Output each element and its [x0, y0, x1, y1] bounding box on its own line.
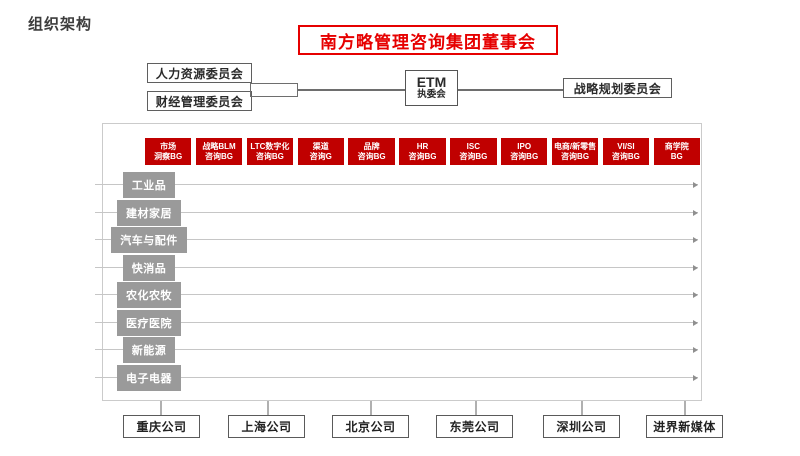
bg-unit-cell-ltc-digital: LTC数字化咨询BG: [246, 138, 294, 165]
industry-row-line: [95, 267, 698, 268]
bg-unit-line1: 市场: [160, 141, 177, 151]
company-connector: [370, 401, 372, 415]
bg-unit-line1: HR: [416, 141, 429, 151]
industry-label-electronics: 电子电器: [117, 365, 181, 391]
industry-label-auto-parts: 汽车与配件: [111, 227, 187, 253]
industry-label-wrap: 电子电器: [102, 365, 196, 391]
row-arrow-tip: [693, 182, 698, 188]
page-title: 组织架构: [28, 16, 93, 33]
industry-label-wrap: 医疗医院: [102, 310, 196, 336]
etm-subtitle: 执委会: [417, 89, 446, 101]
industry-label-new-energy: 新能源: [122, 337, 176, 363]
company-connector: [684, 401, 686, 415]
industry-row-line: [95, 322, 698, 323]
industry-label-agriculture: 农化农牧: [117, 282, 181, 308]
bg-unit-line2: 咨询BG: [255, 151, 284, 161]
industry-label-wrap: 快消品: [102, 255, 196, 281]
bg-unit-cell-brand: 品牌咨询BG: [348, 138, 395, 165]
bg-unit-line1: 商学院: [664, 141, 689, 151]
bg-unit-line1: 战略BLM: [202, 141, 236, 151]
etm-title: ETM: [416, 74, 447, 91]
bg-unit-line2: 咨询BG: [561, 151, 590, 161]
company-box-shanghai: 上海公司: [228, 415, 305, 438]
bg-unit-line1: 电商/新零售: [553, 141, 597, 151]
etm-box: ETM 执委会: [405, 70, 458, 106]
company-connector: [475, 401, 477, 415]
bg-unit-line1: LTC数字化: [250, 141, 290, 151]
row-arrow-tip: [693, 237, 698, 243]
company-box-shenzhen: 深圳公司: [543, 415, 620, 438]
industry-label-wrap: 新能源: [102, 337, 196, 363]
bg-unit-line1: ISC: [466, 141, 480, 151]
connector-line-left: [297, 89, 405, 91]
matrix-frame: [102, 123, 702, 401]
industry-row-line: [95, 239, 698, 240]
row-arrow-tip: [693, 292, 698, 298]
company-box-jinjie-media: 进界新媒体: [646, 415, 723, 438]
bg-unit-line2: 咨询BG: [357, 151, 386, 161]
row-arrow-tip: [693, 347, 698, 353]
company-box-chongqing: 重庆公司: [123, 415, 200, 438]
industry-label-wrap: 农化农牧: [102, 282, 196, 308]
company-connector: [581, 401, 583, 415]
connector-line-right: [458, 89, 563, 91]
company-connector: [267, 401, 269, 415]
industry-row-line: [95, 377, 698, 378]
industry-label-wrap: 建材家居: [102, 200, 196, 226]
industry-label-building-home: 建材家居: [117, 200, 181, 226]
industry-row-line: [95, 294, 698, 295]
connector-bracket: [250, 83, 298, 97]
row-arrow-tip: [693, 320, 698, 326]
bg-unit-line2: 咨询BG: [510, 151, 539, 161]
bg-unit-line1: 渠道: [312, 141, 329, 151]
bg-unit-line2: 咨询BG: [459, 151, 488, 161]
industry-row-line: [95, 184, 698, 185]
bg-unit-cell-channel: 渠道咨询G: [297, 138, 344, 165]
bg-unit-cell-market-insight: 市场洞察BG: [145, 138, 192, 165]
company-box-beijing: 北京公司: [332, 415, 409, 438]
industry-row-line: [95, 349, 698, 350]
industry-label-medical: 医疗医院: [117, 310, 181, 336]
industry-label-industrial: 工业品: [122, 172, 176, 198]
industry-label-wrap: 工业品: [102, 172, 196, 198]
row-arrow-tip: [693, 265, 698, 271]
board-box: 南方略管理咨询集团董事会: [298, 25, 558, 55]
bg-unit-line2: 咨询BG: [611, 151, 640, 161]
bg-unit-line2: 咨询G: [309, 151, 332, 161]
bg-unit-line1: VI/SI: [617, 141, 635, 151]
row-arrow-tip: [693, 210, 698, 216]
industry-label-fmcg: 快消品: [122, 255, 176, 281]
committee-strategy-box: 战略规划委员会: [563, 78, 672, 98]
bg-unit-line2: 洞察BG: [154, 151, 183, 161]
industry-row-line: [95, 212, 698, 213]
bg-unit-line1: IPO: [517, 141, 532, 151]
industry-label-wrap: 汽车与配件: [102, 227, 196, 253]
bg-unit-line2: 咨询BG: [408, 151, 437, 161]
bg-unit-cell-ecommerce: 电商/新零售咨询BG: [551, 138, 599, 165]
company-connector: [160, 401, 162, 415]
committee-hr-box: 人力资源委员会: [147, 63, 252, 83]
bg-unit-line2: 咨询BG: [205, 151, 234, 161]
company-box-dongguan: 东莞公司: [436, 415, 513, 438]
row-arrow-tip: [693, 375, 698, 381]
bg-unit-line2: BG: [670, 151, 683, 161]
bg-unit-line1: 品牌: [363, 141, 380, 151]
committee-finance-box: 财经管理委员会: [147, 91, 252, 111]
